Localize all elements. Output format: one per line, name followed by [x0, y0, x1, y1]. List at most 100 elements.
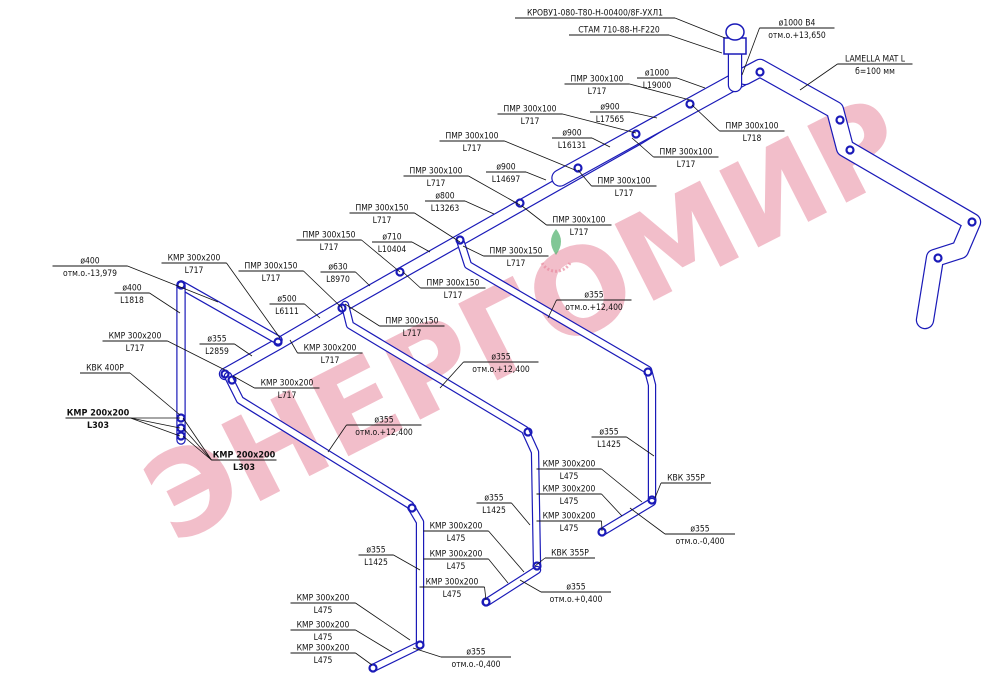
callout-top-text: ø355 [466, 648, 485, 658]
flange-joint [845, 145, 855, 155]
callout-label: СТАМ 710-88-Н-F220 [569, 26, 723, 54]
callout-bottom-text: L717 [320, 243, 339, 253]
watermark-leaf-icon [540, 229, 572, 273]
callout-bottom-text: L717 [262, 274, 281, 284]
callout-bottom-text: L717 [321, 356, 340, 366]
callout-top-text: ПМР 300x100 [597, 177, 650, 187]
flange-joint [337, 303, 347, 313]
callout-leader [562, 113, 637, 134]
exhaust-duct-right [735, 58, 982, 330]
callout-leader [182, 427, 212, 461]
callout-label: КВК 400Р [80, 364, 181, 416]
flange-joint [647, 495, 657, 505]
callout-leader [412, 647, 442, 658]
callout-top-text: КМР 300x200 [297, 621, 350, 631]
callout-leader [130, 417, 181, 437]
callout-leader [182, 435, 212, 461]
flange-joint [573, 163, 583, 173]
roof-fan-icon [723, 23, 747, 55]
callout-leader [411, 241, 431, 253]
flange-joint [523, 427, 533, 437]
callout-leader [511, 502, 531, 526]
callout-bottom-text: отм.о.-0,400 [675, 537, 724, 547]
callout-leader [741, 27, 760, 76]
callout-top-text: КМР 300x200 [426, 578, 479, 588]
callout-top-text: ПМР 300x100 [570, 75, 623, 85]
callout-top-text: ПМР 300x150 [489, 247, 542, 257]
callout-leader [303, 270, 343, 309]
callout-bottom-text: отм.о.+0,400 [550, 595, 603, 605]
callout-top-text: КРОВУ1-080-Т80-Н-00400/8F-УХЛ1 [527, 9, 663, 19]
callout-top-text: LAMELLA MAT L [845, 55, 906, 65]
callout-bottom-text: L717 [444, 291, 463, 301]
callout-bottom-text: б=100 мм [855, 66, 895, 77]
callout-leader [668, 34, 723, 54]
callout-leader [601, 493, 623, 517]
flange-joint [176, 431, 186, 441]
callout-top-text: ПМР 300x100 [552, 216, 605, 226]
callout-leader [355, 271, 371, 287]
callout-top-text: ø355 [491, 353, 510, 363]
callout-top-text: ø1000 В4 [779, 19, 816, 29]
callout-bottom-text: L475 [560, 524, 579, 534]
callout-top-text: КМР 200х200 [213, 451, 276, 461]
callout-leader [484, 586, 487, 601]
callout-leader [414, 212, 461, 243]
callout-bottom-text: L717 [373, 216, 392, 226]
callout-bottom-text: отм.о.-0,400 [451, 660, 500, 670]
flange-joint [273, 337, 283, 347]
callout-top-text: ø400 [80, 257, 99, 267]
callout-bottom-text: L1425 [364, 558, 388, 568]
callout-bottom-text: отм.о.+13,650 [768, 31, 826, 41]
callout-top-text: ø900 [562, 129, 581, 139]
callout-bottom-text: L717 [615, 189, 634, 199]
callout-bottom-text: L717 [570, 228, 589, 238]
callout-bottom-text: L17565 [596, 115, 625, 125]
callout-bottom-text: отм.о.+12,400 [472, 365, 530, 375]
callout-top-text: ПМР 300x100 [503, 105, 556, 115]
callout-leader [629, 111, 658, 119]
callout-leader [488, 530, 525, 573]
callout-top-text: КМР 300x200 [543, 485, 596, 495]
callout-top-text: ø355 [374, 416, 393, 426]
callout-bottom-text: L1818 [120, 296, 144, 306]
callout-label: LAMELLA MAT Lб=100 мм [799, 55, 913, 91]
callout-top-text: КМР 300x200 [168, 254, 221, 264]
callout-leader [402, 271, 421, 289]
callout-top-text: ø355 [484, 494, 503, 504]
callout-top-text: ПМР 300x150 [244, 262, 297, 272]
callout-bottom-text: L475 [314, 633, 333, 643]
callout-bottom-text: L13263 [431, 204, 460, 214]
callout-top-text: ø355 [207, 335, 226, 345]
callout-leader [577, 169, 592, 187]
callout-top-text: ПМР 300x100 [725, 122, 778, 132]
flange-joint [967, 217, 977, 227]
callout-leader [289, 339, 298, 354]
callout-leader [130, 417, 181, 429]
callout-top-text: КМР 300x200 [543, 460, 596, 470]
callout-top-text: СТАМ 710-88-Н-F220 [578, 26, 660, 36]
callout-bottom-text: L475 [447, 534, 466, 544]
callout-label: КВК 355Р [654, 474, 711, 499]
callout-top-text: КМР 300x200 [430, 522, 483, 532]
callout-leader [629, 83, 691, 101]
flange-joint [227, 375, 237, 385]
